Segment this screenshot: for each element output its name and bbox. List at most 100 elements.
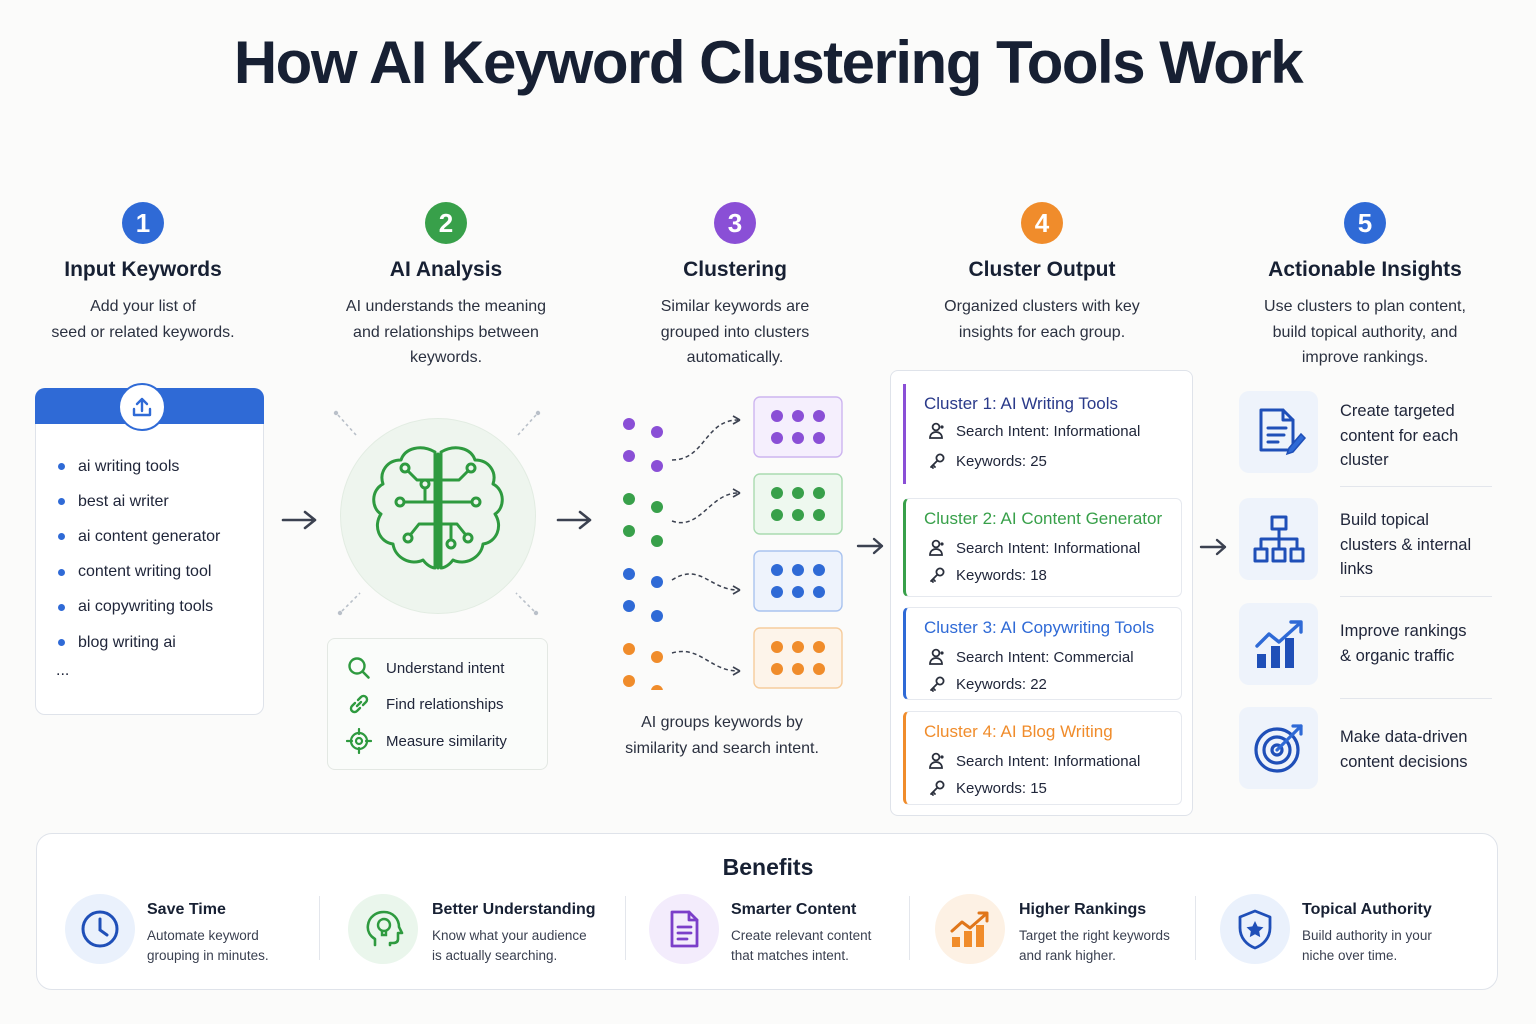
keyword-dot [651,501,663,513]
step-description: Add your list of seed or related keyword… [51,298,235,341]
step-description: Use clusters to plan content, build topi… [1264,298,1466,366]
keyword-text: content writing tool [78,563,212,581]
arrow-right-icon [281,510,317,530]
divider [1340,486,1492,487]
clustered-keyword-dot [771,509,783,521]
clustered-keyword-dot [771,641,783,653]
keyword-dot [651,535,663,547]
head-bulb-icon [366,910,404,947]
insight-icon-box [1239,498,1318,580]
cluster-keyword-count: Keywords: 22 [928,675,1047,693]
keyword-text: ai writing tools [78,457,180,475]
clustered-keyword-dot [792,509,804,521]
analysis-item-label: Understand intent [386,659,505,677]
cluster-keyword-count: Keywords: 18 [928,566,1047,584]
sitemap-icon [1253,515,1304,563]
arrowhead [732,666,741,676]
key-icon [930,453,945,469]
clustered-keyword-dot [813,586,825,598]
cluster-keyword-text: Keywords: 22 [956,675,1047,693]
clustered-keyword-dot [813,509,825,521]
insight-text: Improve rankings & organic traffic [1340,622,1467,665]
benefit-icon-circle [935,894,1005,964]
keyword-dot [623,525,635,537]
list-item: ai content generator [58,519,220,554]
step-title: Actionable Insights [1268,258,1462,281]
clustered-keyword-dot [792,564,804,576]
link-icon [349,694,369,714]
benefit-description: Create relevant content that matches int… [731,928,872,963]
list-item: best ai writer [58,484,220,519]
cluster-intent-text: Search Intent: Informational [956,539,1141,557]
cluster-box [753,396,843,458]
benefits-title: Benefits [722,854,814,880]
step-title: Input Keywords [64,258,222,281]
document-edit-icon [1259,408,1306,456]
keyword-dot [623,643,635,655]
user-icon [929,422,944,439]
benefit-title: Better Understanding [432,901,596,918]
clustered-keyword-dot [813,432,825,444]
dashed-connector [671,419,739,461]
clustering-caption: AI groups keywords by similarity and sea… [625,714,819,757]
keyword-text: blog writing ai [78,633,176,651]
clustered-keyword-dot [792,410,804,422]
arrow-right-icon [1199,538,1227,556]
arrowhead [732,415,741,425]
clustered-keyword-dot [792,586,804,598]
benefit-title: Save Time [147,901,226,918]
clock-icon [81,910,119,948]
keyword-input-card: ai writing tools best ai writer ai conte… [35,383,264,715]
clustered-keyword-dot [771,487,783,499]
clustered-keyword-dot [792,663,804,675]
benefit-title: Topical Authority [1302,901,1432,918]
clustered-keyword-dot [792,432,804,444]
step-title: Cluster Output [968,258,1116,281]
clustering-diagram [623,396,843,690]
benefit-icon-circle [649,894,719,964]
cluster-keyword-count: Keywords: 25 [928,452,1047,470]
clustered-keyword-dot [813,641,825,653]
insight-icon-box [1239,391,1318,473]
benefits-panel: Benefits Save Time Automate keyword grou… [36,833,1498,990]
step-4: 4 Cluster Output Organized clusters with… [902,202,1182,345]
insight-icon-box [1239,707,1318,789]
list-item: content writing tool [58,555,220,590]
cluster-intent-text: Search Intent: Commercial [956,648,1134,666]
clustered-keyword-dot [813,663,825,675]
step-number: 5 [1344,202,1386,244]
step-title: AI Analysis [389,258,503,281]
insight-icon-box [1239,603,1318,685]
keyword-dot [651,576,663,588]
arrow-right-icon [556,510,592,530]
clustered-keyword-dot [792,641,804,653]
divider [319,896,320,960]
list-item: blog writing ai [58,625,220,660]
cluster-title: Cluster 1: AI Writing Tools [924,394,1119,413]
cluster-intent-text: Search Intent: Informational [956,752,1141,770]
step-5: 5 Actionable Insights Use clusters to pl… [1228,202,1502,371]
key-icon [930,676,945,692]
keyword-dot [623,493,635,505]
key-icon [930,567,945,583]
analysis-item-label: Measure similarity [386,732,507,750]
benefit-description: Build authority in your niche over time. [1302,928,1432,963]
keyword-dot [651,460,663,472]
analysis-item-label: Find relationships [386,695,504,713]
benefit-icon-circle [348,894,418,964]
keyword-text: ai copywriting tools [78,598,214,616]
search-icon [348,657,370,679]
step-number: 4 [1021,202,1063,244]
keyword-dot [651,610,663,622]
keyword-dot [651,685,663,690]
clustered-keyword-dot [771,663,783,675]
step-number: 3 [714,202,756,244]
upload-icon[interactable] [118,383,166,431]
user-icon [929,539,944,556]
clustered-keyword-dot [792,487,804,499]
brain-icon [372,446,504,570]
